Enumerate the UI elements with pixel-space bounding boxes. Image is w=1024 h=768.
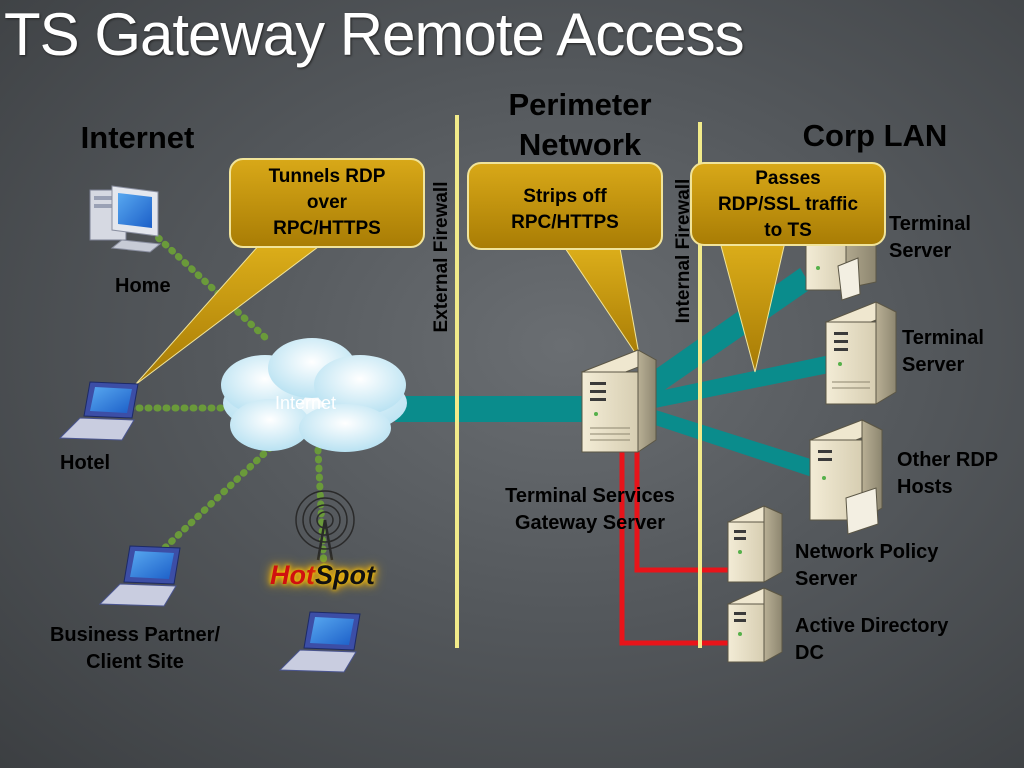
hotel-label: Hotel [60, 452, 110, 474]
wireless-antenna-icon [295, 490, 355, 561]
network-policy-server-label-line2: Server [795, 568, 858, 590]
zone-perimeter-line2: Network [518, 127, 642, 162]
passes-callout-line2: RDP/SSL traffic [717, 194, 859, 215]
internet-cloud [221, 338, 407, 452]
strips-callout-pointer [564, 247, 641, 361]
terminal-server-1-label-line1: Terminal [889, 213, 971, 235]
home-label: Home [115, 275, 171, 297]
home-computer-icon [89, 185, 162, 253]
partner-label: Business Partner/ Client Site [30, 622, 240, 676]
hotel-laptop-icon [58, 381, 139, 441]
strips-callout: Strips off RPC/HTTPS [467, 162, 663, 250]
external-firewall-label: External Firewall [431, 181, 452, 333]
cloud-label: Internet [275, 393, 337, 413]
hotspot-label: HotSpot [270, 560, 375, 591]
partner-laptop-icon [98, 545, 181, 607]
tunnels-callout-line2: over [306, 192, 348, 213]
other-rdp-hosts-label-line2: Hosts [897, 476, 953, 498]
terminal-server-2-label: Terminal Server [902, 325, 984, 379]
strips-callout-line2: RPC/HTTPS [511, 212, 619, 233]
hotspot-laptop-icon [278, 611, 361, 673]
active-directory-label: Active Directory DC [795, 613, 948, 667]
hotspot-spot: Spot [314, 560, 375, 590]
other-rdp-hosts-label: Other RDP Hosts [897, 447, 998, 501]
terminal-server-1-label-line2: Server [889, 240, 952, 262]
active-directory-label-line2: DC [795, 642, 824, 664]
zone-perimeter-line1: Perimeter [508, 87, 652, 122]
tunnels-callout: Tunnels RDP over RPC/HTTPS [229, 158, 425, 248]
gateway-server-label: Terminal Services Gateway Server [480, 483, 700, 537]
active-directory-label-line1: Active Directory [795, 615, 949, 637]
terminal-server-1-icon [805, 235, 877, 301]
strips-callout-line1: Strips off [523, 186, 607, 207]
tunnels-callout-line3: RPC/HTTPS [273, 218, 381, 239]
terminal-server-2-label-line1: Terminal [902, 327, 984, 349]
zone-internet: Internet [80, 120, 195, 155]
tunnels-callout-line1: Tunnels RDP [268, 166, 386, 187]
red-links [619, 450, 728, 646]
hotspot-hot: Hot [270, 560, 315, 590]
other-rdp-host-icon [808, 419, 884, 535]
active-directory-server-icon [726, 587, 784, 663]
passes-callout-line1: Passes [755, 168, 821, 189]
zone-corp-lan: Corp LAN [802, 118, 948, 153]
other-rdp-hosts-label-line1: Other RDP [897, 449, 999, 471]
passes-callout: Passes RDP/SSL traffic to TS [690, 162, 886, 246]
terminal-server-2-icon [824, 301, 898, 405]
gateway-server-icon [580, 349, 658, 453]
network-policy-server-label-line1: Network Policy [795, 541, 939, 563]
passes-callout-line3: to TS [764, 220, 812, 241]
gateway-server-label-line2: Gateway Server [514, 512, 666, 534]
zone-perimeter: Perimeter Network [480, 85, 680, 165]
partner-label-line1: Business Partner/ [49, 624, 221, 646]
network-policy-server-icon [726, 505, 784, 583]
partner-label-line2: Client Site [86, 651, 184, 673]
slide-title: TS Gateway Remote Access [4, 1, 745, 68]
terminal-server-1-label: Terminal Server [889, 211, 971, 265]
terminal-server-2-label-line2: Server [902, 354, 965, 376]
gateway-server-label-line1: Terminal Services [505, 485, 675, 507]
network-policy-server-label: Network Policy Server [795, 539, 938, 593]
